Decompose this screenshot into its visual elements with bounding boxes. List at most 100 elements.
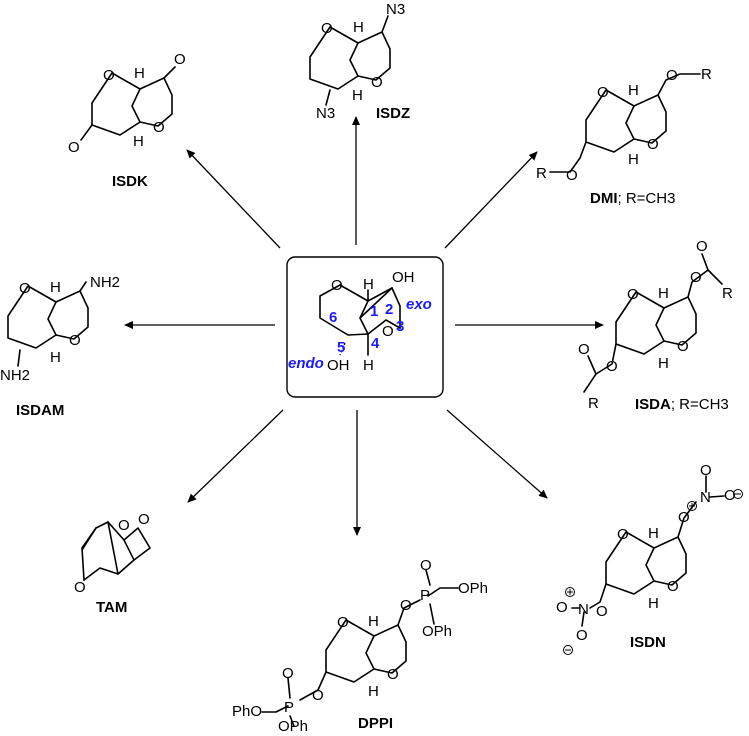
dppi-link-o1: O [400,597,412,614]
isdz-azide-1: N3 [386,1,405,18]
tam-oxygen-2: O [138,511,150,528]
isda-r1: R [722,285,733,302]
compound-isda: O O R O O R O O H H ISDA; R=CH3 [578,238,733,413]
dmi-ether-o1: O [666,67,678,84]
dmi-r1: R [701,66,712,83]
arrow-to-isdn [446,409,548,499]
dppi-oxygen-2: O [387,666,399,683]
isdam-amine-2: NH2 [0,367,30,384]
isdn-minus-charge-2 [563,645,573,655]
dmi-h2: H [628,151,639,168]
isdn-no4: O [576,627,588,644]
dppi-po1: O [420,557,432,574]
isdam-h2: H [50,349,61,366]
isdn-no1: O [700,462,712,479]
dppi-oph-2: OPh [422,623,452,640]
isdz-azide-2: N3 [316,105,335,122]
isdam-label: ISDAM [16,402,64,419]
isdk-oxygen-ring-2: O [153,119,165,136]
locant-3: 3 [396,318,404,335]
isdk-oxygen-ring: O [103,67,115,84]
isdn-minus-charge-1 [733,489,743,499]
dmi-ether-o2: O [566,167,578,184]
compound-isdz: O O H H N3 N3 ISDZ [309,1,410,122]
isdk-keto-o2: O [68,139,80,156]
dppi-p2: P [284,699,294,716]
isdz-oxygen-1: O [321,20,333,37]
isda-ester-o1: O [690,269,702,286]
isdn-n2: N [578,601,589,618]
dppi-h1: H [368,613,379,630]
tam-oxygen-1: O [118,517,130,534]
isdn-plus-charge-2 [565,587,575,597]
arrow-to-isdk [186,149,281,249]
tam-oxygen-3: O [74,579,86,596]
isdn-oxygen-1: O [617,526,629,543]
endo-label: endo [288,355,324,372]
isda-oxygen-1: O [627,286,639,303]
compound-isdk: O O O O H H ISDK [68,51,186,190]
isdam-h1: H [50,279,61,296]
isdn-oxygen-2: O [667,578,679,595]
dmi-h1: H [628,82,639,99]
central-isosorbide: O O H H OH OH 1 2 3 4 5 6 exo endo [288,269,432,374]
isda-carbonyl-o2: O [578,341,590,358]
locant-4: 4 [371,335,380,352]
hydroxyl-exo: OH [392,269,415,286]
dppi-oph-1: OPh [458,580,488,597]
compound-tam: O O O TAM [74,511,151,616]
bridge-hydrogen-top: H [363,276,374,293]
center-box [286,256,444,398]
isdn-link-o1: O [678,509,690,526]
dppi-label: DPPI [358,715,393,731]
dppi-pho: PhO [232,703,262,720]
isda-carbonyl-o1: O [696,238,708,255]
compound-isdam: O O H H NH2 NH2 ISDAM [0,274,120,419]
tam-label: TAM [96,599,127,616]
isdn-h1: H [648,525,659,542]
isdk-keto-o1: O [174,51,186,68]
dppi-oxygen-1: O [337,614,349,631]
dppi-po2: O [282,665,294,682]
isdn-plus-charge-1 [687,501,697,511]
hydroxyl-endo: OH [327,357,350,374]
locant-1: 1 [370,303,378,320]
ring-oxygen-bottom: O [382,323,394,340]
isda-label: ISDA; R=CH3 [635,396,729,413]
isda-ester-o2: O [606,358,618,375]
isda-h1: H [658,285,669,302]
dppi-oph-3: OPh [278,718,308,731]
dppi-h2: H [368,683,379,700]
dmi-oxygen-1: O [597,84,609,101]
isdam-oxygen-1: O [19,280,31,297]
compound-isdn: O O H H O N O O O N O O ISDN [556,462,743,655]
isdz-h1: H [353,19,364,36]
isdk-h1: H [134,65,145,82]
bridge-hydrogen-bottom: H [363,357,374,374]
dppi-p1: P [420,587,430,604]
ring-oxygen-top: O [331,277,343,294]
isdn-no3: O [556,599,568,616]
isda-h2: H [658,355,669,372]
locant-6: 6 [329,309,337,326]
locant-2: 2 [385,301,393,318]
isda-r2: R [588,395,599,412]
isdk-h2: H [133,133,144,150]
isdn-h2: H [648,595,659,612]
isdk-label: ISDK [112,173,148,190]
isdn-no2: O [724,487,736,504]
isdn-link-o2: O [596,603,608,620]
isda-oxygen-2: O [677,338,689,355]
isdz-label: ISDZ [376,105,410,122]
exo-label: exo [406,296,432,313]
dppi-link-o2: O [312,687,324,704]
locant-5: 5 [337,339,345,356]
isdn-n1: N [700,489,711,506]
isdz-oxygen-2: O [371,74,383,91]
compound-dppi: O O H H O P O OPh OPh O P O PhO OPh DPPI [232,557,488,735]
isdz-h2: H [352,87,363,104]
isdam-oxygen-2: O [69,332,81,349]
dmi-label: DMI; R=CH3 [590,190,675,207]
